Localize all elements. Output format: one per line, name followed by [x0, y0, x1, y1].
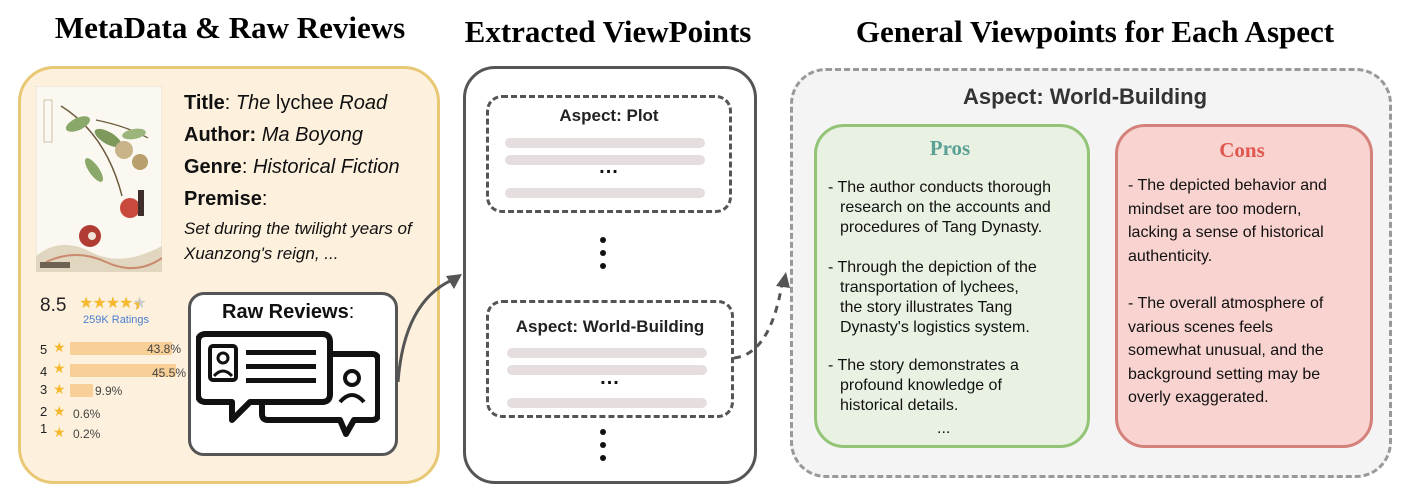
pros-ellipsis: ... — [937, 420, 951, 437]
ellipsis: ... — [599, 156, 619, 178]
rating-count: 259K Ratings — [83, 314, 150, 326]
hist-bar — [70, 384, 93, 397]
star-icon: ★ — [53, 360, 66, 376]
vertical-ellipsis — [600, 429, 606, 468]
heading-metadata: MetaData & Raw Reviews — [54, 10, 406, 45]
premise-row: Premise: — [184, 188, 268, 210]
hist-pct: 0.6% — [73, 407, 101, 421]
genre-row: Genre: Historical Fiction — [184, 156, 400, 178]
text-placeholder — [507, 398, 707, 408]
cons-item: - The depicted behavior and mindset are … — [1128, 177, 1327, 265]
hist-row: 2 — [40, 404, 48, 419]
aspect-title: Aspect: World-Building — [515, 317, 705, 336]
author-row: Author: Ma Boyong — [184, 124, 363, 146]
text-placeholder — [505, 138, 705, 148]
hist-bar — [70, 364, 176, 377]
dashed-flow-arrow — [733, 272, 790, 360]
cons-item: - The overall atmosphere of various scen… — [1128, 295, 1324, 406]
star-icon: ★ — [53, 403, 66, 419]
pros-box — [814, 124, 1090, 448]
hist-pct: 45.5% — [152, 366, 187, 380]
cons-box — [1115, 124, 1373, 448]
rating-stars: ★★★★★★ — [79, 293, 147, 314]
star-icon: ★ — [105, 295, 120, 312]
text-placeholder — [507, 365, 707, 375]
vertical-ellipsis — [600, 237, 606, 276]
star-icon: ★ — [79, 295, 93, 312]
aspect-box-plot: Aspect: Plot ... — [486, 95, 732, 213]
ellipsis: ... — [600, 367, 620, 389]
pros-item: - The story demonstrates a profound know… — [828, 357, 1019, 414]
pros-item: - The author conducts thorough research … — [828, 179, 1051, 236]
general-aspect-title: Aspect: World-Building — [962, 84, 1208, 109]
aspect-box-world-building: Aspect: World-Building ... — [486, 300, 734, 418]
pros-item: - Through the depiction of the transport… — [828, 259, 1037, 336]
star-icon: ★ — [92, 295, 106, 312]
cons-title: Cons — [1219, 138, 1265, 162]
hist-pct: 0.2% — [73, 427, 101, 441]
text-placeholder — [505, 188, 705, 198]
rating-histogram: 5 ★ 43.8% 4 ★ 45.5% 3 ★ 9.9% 2 ★ 0.6% 1 … — [40, 339, 210, 441]
heading-general: General Viewpoints for Each Aspect — [855, 14, 1335, 49]
premise-text: Set during the twilight years of Xuanzon… — [184, 219, 412, 263]
title-row: Title: The lychee Road — [184, 92, 388, 114]
chat-review-icon — [196, 331, 380, 437]
hist-row: 4 — [40, 364, 48, 379]
flow-arrow — [396, 274, 462, 383]
book-cover-illustration — [36, 86, 162, 272]
aspect-title: Aspect: Plot — [559, 106, 659, 125]
star-icon: ★ — [53, 381, 66, 397]
star-icon: ★ — [53, 424, 66, 440]
hist-row: 3 — [40, 382, 48, 397]
text-placeholder — [505, 155, 705, 165]
rating-score: 8.5 — [40, 295, 67, 316]
hist-pct: 43.8% — [147, 342, 182, 356]
star-half-icon: ★★ — [132, 295, 146, 314]
hist-row: 5 — [40, 342, 48, 357]
raw-reviews-label: Raw Reviews: — [222, 301, 355, 323]
heading-extracted: Extracted ViewPoints — [464, 14, 752, 49]
text-placeholder — [507, 348, 707, 358]
pros-title: Pros — [929, 136, 971, 160]
hist-pct: 9.9% — [95, 384, 123, 398]
star-icon: ★ — [119, 295, 133, 312]
star-icon: ★ — [53, 339, 66, 355]
hist-row: 1 — [40, 421, 48, 436]
hist-bar — [70, 342, 172, 355]
